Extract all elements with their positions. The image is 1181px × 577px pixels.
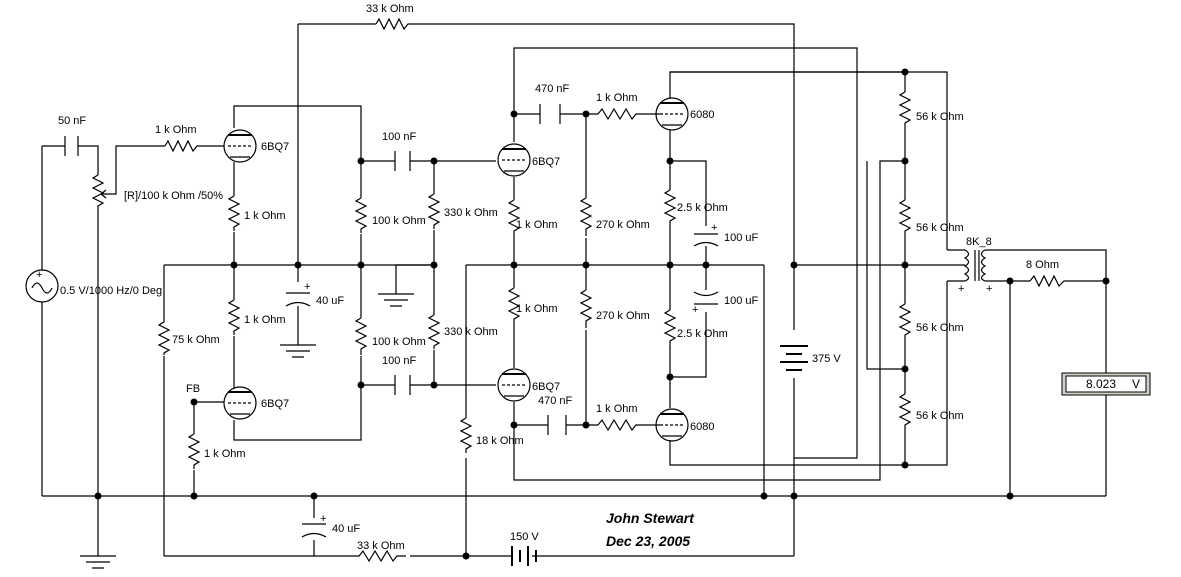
r-k2-label: 1 k Ohm	[244, 314, 286, 326]
capacitor-c3	[539, 104, 561, 124]
r-2k5-b-label: 2.5 k Ohm	[677, 328, 728, 340]
svg-text:+: +	[304, 281, 310, 293]
capacitor-c4	[547, 415, 567, 435]
cap-c3-label: 470 nF	[535, 83, 570, 95]
r-75k-label: 75 k Ohm	[172, 334, 220, 346]
junction-dots	[94, 68, 1110, 560]
capacitor-c8: +	[692, 291, 719, 316]
tube-v6-label: 6080	[690, 421, 714, 433]
transformer-label: 8K_8	[966, 236, 992, 248]
r-grid5-label: 1 k Ohm	[596, 92, 638, 104]
resistors	[157, 17, 1068, 563]
r-270k-a-label: 270 k Ohm	[596, 219, 650, 231]
tube-v5-label: 6080	[690, 109, 714, 121]
output-transformer: + +	[946, 249, 992, 310]
tube-v1-label: 6BQ7	[261, 141, 289, 153]
svg-text:+: +	[36, 269, 42, 281]
cap-cin-label: 50 nF	[58, 115, 86, 127]
capacitor-c7: +	[693, 222, 719, 247]
svg-text:+: +	[692, 304, 698, 316]
capacitor-c1	[394, 151, 411, 171]
r-fb-top-label: 33 k Ohm	[366, 3, 414, 15]
r-grid1-label: 1 k Ohm	[155, 124, 197, 136]
r-grid6-label: 1 k Ohm	[596, 403, 638, 415]
tube-v6	[655, 408, 689, 442]
r-pot-label: [R]/100 k Ohm /50%	[124, 190, 223, 202]
r-k4-label: 1 k Ohm	[516, 303, 558, 315]
cap-c1-label: 100 nF	[382, 131, 417, 143]
meter-unit: V	[1132, 377, 1140, 391]
source-label: 0.5 V/1000 Hz/0 Deg	[60, 285, 162, 297]
tube-v5	[655, 97, 689, 131]
svg-text:+: +	[711, 222, 717, 234]
signature-name: John Stewart	[606, 510, 695, 526]
capacitor-cin	[64, 136, 79, 156]
bias-supply-label: 150 V	[510, 531, 539, 543]
meter-value: 8.023	[1086, 377, 1116, 391]
r-grid3-label: 1 k Ohm	[204, 448, 246, 460]
ac-source: +	[25, 269, 59, 303]
potentiometer	[91, 174, 110, 212]
tube-v2	[223, 386, 257, 420]
svg-text:+: +	[986, 283, 992, 295]
cap-c8-label: 100 uF	[724, 295, 759, 307]
r-k1-label: 1 k Ohm	[244, 210, 286, 222]
capacitor-c2	[394, 375, 411, 395]
battery-150v	[511, 546, 537, 566]
tube-v1	[223, 129, 257, 163]
tube-v3	[497, 143, 531, 177]
r-330k-a-label: 330 k Ohm	[444, 207, 498, 219]
r-100k-a-label: 100 k Ohm	[372, 215, 426, 227]
r-18k-label: 18 k Ohm	[476, 435, 524, 447]
r-bias-label: 33 k Ohm	[357, 540, 405, 552]
svg-text:+: +	[320, 513, 326, 525]
cap-c6-label: 40 uF	[332, 523, 360, 535]
cap-c7-label: 100 uF	[724, 232, 759, 244]
tube-v4	[497, 368, 531, 402]
voltmeter[interactable]	[1061, 372, 1151, 396]
cap-c5-label: 40 uF	[316, 295, 344, 307]
r-270k-b-label: 270 k Ohm	[596, 310, 650, 322]
r-k3-label: 1 k Ohm	[516, 219, 558, 231]
r-56k-1-label: 56 k Ohm	[916, 111, 964, 123]
r-2k5-a-label: 2.5 k Ohm	[677, 202, 728, 214]
battery-375v	[780, 345, 808, 371]
r-100k-b-label: 100 k Ohm	[372, 336, 426, 348]
ground-symbol	[80, 293, 414, 569]
b-plus-label: 375 V	[812, 353, 841, 365]
svg-text:+: +	[958, 283, 964, 295]
cap-c2-label: 100 nF	[382, 355, 417, 367]
capacitor-c5: +	[285, 281, 310, 307]
signature-date: Dec 23, 2005	[606, 533, 690, 549]
fb-label: FB	[186, 383, 200, 395]
r-56k-2-label: 56 k Ohm	[916, 222, 964, 234]
tube-v3-label: 6BQ7	[532, 156, 560, 168]
cap-c4-label: 470 nF	[538, 395, 573, 407]
wires	[41, 23, 1107, 557]
r-330k-b-label: 330 k Ohm	[444, 326, 498, 338]
tube-v4-label: 6BQ7	[532, 381, 560, 393]
tube-v2-label: 6BQ7	[261, 398, 289, 410]
capacitor-c6: +	[301, 513, 326, 538]
r-56k-3-label: 56 k Ohm	[916, 322, 964, 334]
r-load-label: 8 Ohm	[1026, 259, 1059, 271]
r-56k-4-label: 56 k Ohm	[916, 410, 964, 422]
